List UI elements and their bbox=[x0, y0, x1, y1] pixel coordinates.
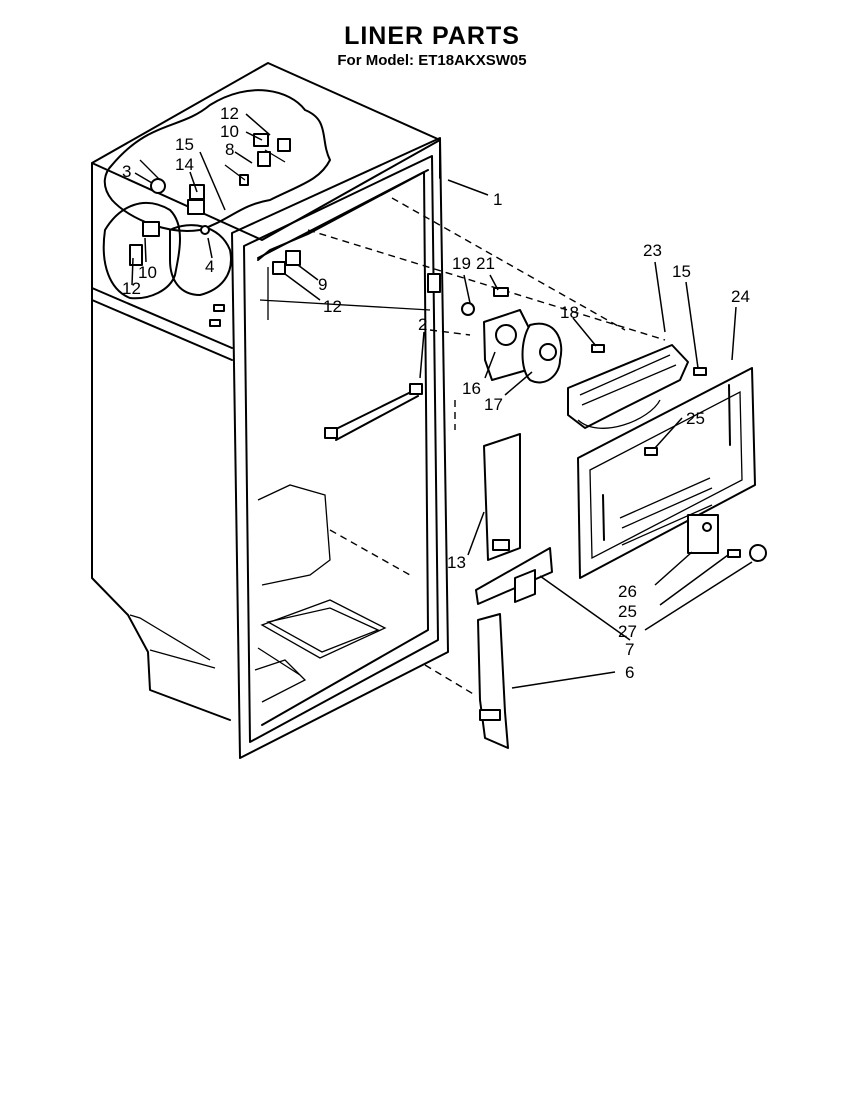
callout-25-lower: 25 bbox=[618, 602, 637, 621]
callout-labels: 1 2 3 4 6 7 8 9 10 10 12 12 12 13 14 15 … bbox=[122, 104, 750, 682]
callout-17: 17 bbox=[484, 395, 503, 414]
baffle-13 bbox=[483, 433, 521, 561]
callout-18: 18 bbox=[560, 303, 579, 322]
liner-interior bbox=[254, 484, 387, 703]
callout-1: 1 bbox=[493, 190, 502, 209]
model-subtitle: For Model: ET18AKXSW05 bbox=[337, 52, 527, 69]
clip-part-9 bbox=[272, 250, 301, 275]
callout-15-top: 15 bbox=[175, 135, 194, 154]
callout-12-side: 12 bbox=[122, 279, 141, 298]
diagram-title: LINER PARTS bbox=[344, 22, 520, 50]
baffle-7 bbox=[475, 547, 553, 605]
callout-8: 8 bbox=[225, 140, 234, 159]
callout-10-top: 10 bbox=[220, 122, 239, 141]
leader-lines bbox=[131, 113, 753, 689]
callout-23: 23 bbox=[643, 241, 662, 260]
callout-24: 24 bbox=[731, 287, 750, 306]
callout-10-side: 10 bbox=[138, 263, 157, 282]
screws bbox=[209, 304, 767, 562]
callout-27: 27 bbox=[618, 622, 637, 641]
callout-7: 7 bbox=[625, 640, 634, 659]
callout-21: 21 bbox=[476, 254, 495, 273]
callout-6: 6 bbox=[625, 663, 634, 682]
callout-14: 14 bbox=[175, 155, 194, 174]
callout-25-upper: 25 bbox=[686, 409, 705, 428]
thermostat-wire bbox=[324, 383, 423, 441]
callout-12-mid: 12 bbox=[323, 297, 342, 316]
callout-2: 2 bbox=[418, 315, 427, 334]
callout-16: 16 bbox=[462, 379, 481, 398]
callout-19: 19 bbox=[452, 254, 471, 273]
callout-9: 9 bbox=[318, 275, 327, 294]
callout-13: 13 bbox=[447, 553, 466, 572]
evaporator-cover bbox=[577, 367, 756, 579]
callout-3: 3 bbox=[122, 162, 131, 181]
fan-shroud bbox=[567, 344, 689, 429]
fan-motor-assembly bbox=[461, 287, 563, 384]
callout-15-right: 15 bbox=[672, 262, 691, 281]
callout-4: 4 bbox=[205, 257, 214, 276]
baffle-6 bbox=[477, 613, 509, 749]
callout-26: 26 bbox=[618, 582, 637, 601]
callout-12-top: 12 bbox=[220, 104, 239, 123]
top-rear-cutout bbox=[103, 89, 331, 232]
liner-frame bbox=[231, 137, 449, 759]
